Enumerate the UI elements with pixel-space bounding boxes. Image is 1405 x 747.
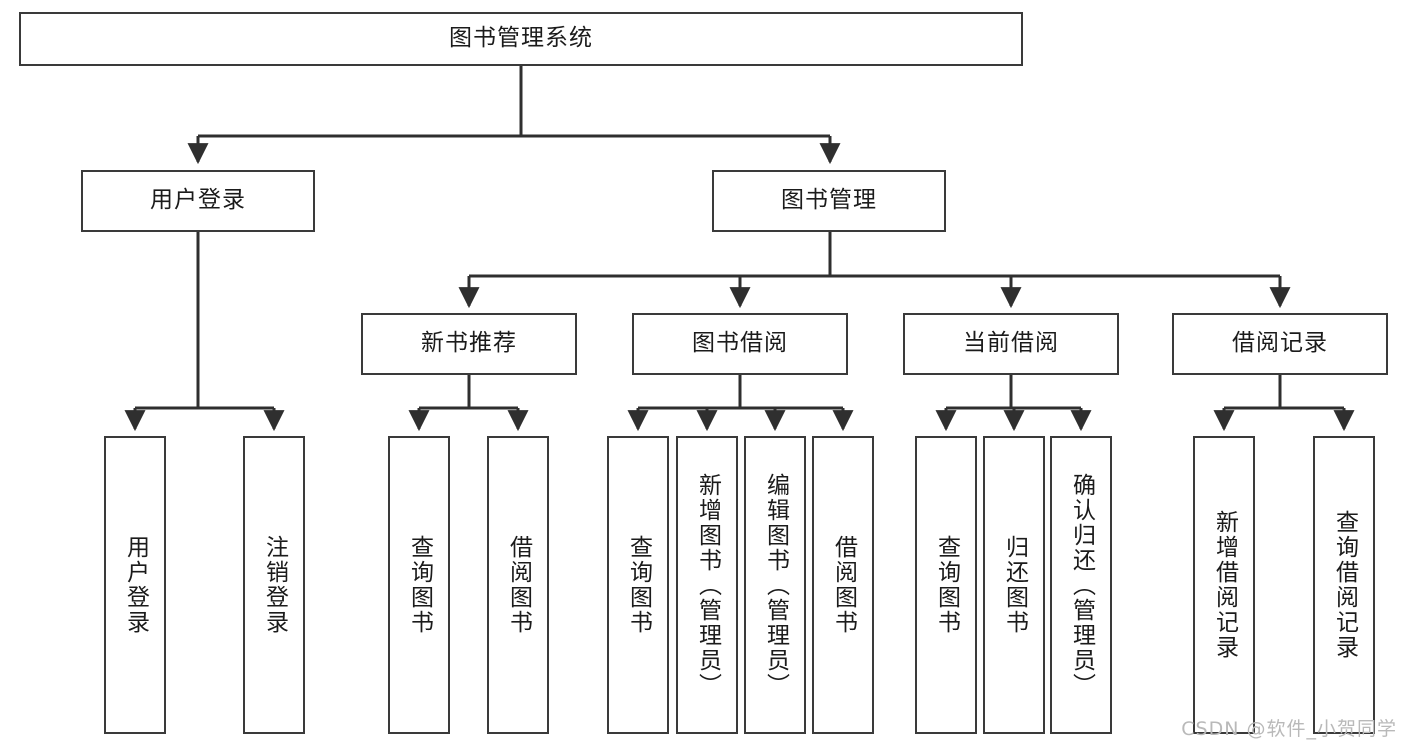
- node-book-borrow[interactable]: 图书借阅: [632, 313, 848, 375]
- node-leaf-add-borrow-record-label: 新增借阅记录: [1211, 510, 1238, 660]
- node-leaf-query-book-3[interactable]: 查询图书: [915, 436, 977, 734]
- node-current-borrow-label: 当前借阅: [963, 330, 1059, 357]
- node-user-login-label: 用户登录: [150, 187, 246, 214]
- node-leaf-add-book-admin[interactable]: 新增图书（管理员）: [676, 436, 738, 734]
- node-user-login[interactable]: 用户登录: [81, 170, 315, 232]
- node-leaf-return-book-label: 归还图书: [1001, 535, 1028, 635]
- node-new-book-recommend-label: 新书推荐: [421, 330, 517, 357]
- node-leaf-return-book[interactable]: 归还图书: [983, 436, 1045, 734]
- watermark: CSDN @软件_小贺同学: [1181, 718, 1397, 740]
- node-leaf-user-login-label: 用户登录: [122, 535, 149, 635]
- node-leaf-query-book-1-label: 查询图书: [406, 535, 433, 635]
- node-leaf-user-login[interactable]: 用户登录: [104, 436, 166, 734]
- node-book-manage-label: 图书管理: [781, 187, 877, 214]
- node-leaf-edit-book-admin-label: 编辑图书（管理员）: [762, 472, 789, 698]
- node-leaf-query-borrow-record-label: 查询借阅记录: [1331, 510, 1358, 660]
- node-leaf-borrow-book-2-label: 借阅图书: [830, 535, 857, 635]
- node-leaf-query-borrow-record[interactable]: 查询借阅记录: [1313, 436, 1375, 734]
- node-book-borrow-label: 图书借阅: [692, 330, 788, 357]
- node-leaf-borrow-book-1-label: 借阅图书: [505, 535, 532, 635]
- node-root[interactable]: 图书管理系统: [19, 12, 1023, 66]
- node-leaf-borrow-book-1[interactable]: 借阅图书: [487, 436, 549, 734]
- node-leaf-query-book-1[interactable]: 查询图书: [388, 436, 450, 734]
- node-leaf-logout-label: 注销登录: [261, 535, 288, 635]
- node-leaf-query-book-2-label: 查询图书: [625, 535, 652, 635]
- node-new-book-recommend[interactable]: 新书推荐: [361, 313, 577, 375]
- node-leaf-add-borrow-record[interactable]: 新增借阅记录: [1193, 436, 1255, 734]
- node-leaf-add-book-admin-label: 新增图书（管理员）: [694, 472, 721, 698]
- node-root-label: 图书管理系统: [449, 25, 593, 52]
- node-current-borrow[interactable]: 当前借阅: [903, 313, 1119, 375]
- node-leaf-query-book-2[interactable]: 查询图书: [607, 436, 669, 734]
- node-leaf-logout[interactable]: 注销登录: [243, 436, 305, 734]
- node-leaf-borrow-book-2[interactable]: 借阅图书: [812, 436, 874, 734]
- node-leaf-query-book-3-label: 查询图书: [933, 535, 960, 635]
- node-leaf-edit-book-admin[interactable]: 编辑图书（管理员）: [744, 436, 806, 734]
- node-borrow-record-label: 借阅记录: [1232, 330, 1328, 357]
- node-leaf-confirm-return-admin[interactable]: 确认归还（管理员）: [1050, 436, 1112, 734]
- node-leaf-confirm-return-admin-label: 确认归还（管理员）: [1068, 472, 1095, 698]
- node-borrow-record[interactable]: 借阅记录: [1172, 313, 1388, 375]
- node-book-manage[interactable]: 图书管理: [712, 170, 946, 232]
